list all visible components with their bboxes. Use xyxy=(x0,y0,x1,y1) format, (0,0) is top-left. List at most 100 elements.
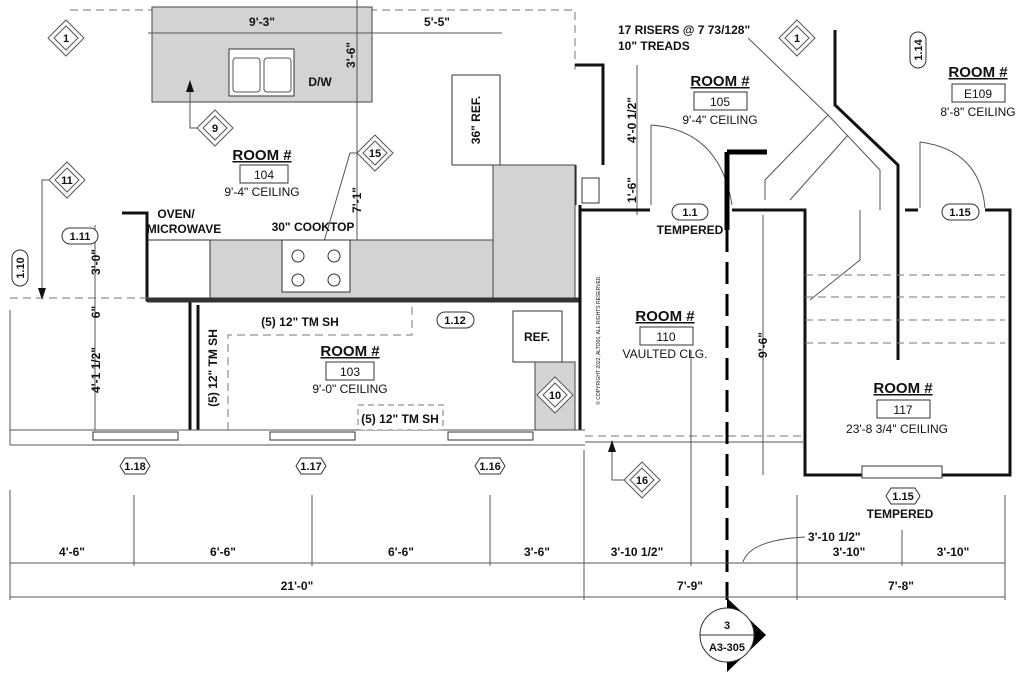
window-tag-1-18: 1.18 xyxy=(119,457,151,475)
kitchen-counter xyxy=(209,239,496,299)
keynote-9: 9 xyxy=(196,109,234,147)
svg-text:1.10: 1.10 xyxy=(15,257,27,278)
room-e109-label: ROOM # xyxy=(948,64,1008,81)
svg-text:1.1: 1.1 xyxy=(682,207,697,219)
keynote-10: 10 xyxy=(536,376,574,414)
wall xyxy=(196,205,582,430)
dim-3-10: 3'-10" xyxy=(833,545,866,559)
tempered-note-117: TEMPERED xyxy=(867,507,934,521)
svg-text:1.15: 1.15 xyxy=(949,207,970,219)
microwave-label: MICROWAVE xyxy=(147,222,221,236)
room-103-label: ROOM # xyxy=(320,343,380,360)
refrigerator xyxy=(512,310,563,363)
section-cut-head xyxy=(724,149,767,230)
svg-text:1: 1 xyxy=(794,33,800,45)
room-110-number: 110 xyxy=(656,330,675,344)
shelf-label-bottom: (5) 12" TM SH xyxy=(361,412,439,426)
room-105-label: ROOM # xyxy=(690,73,750,90)
wall xyxy=(580,30,1012,477)
stairs-note: 17 RISERS @ 7 73/128" xyxy=(618,23,750,37)
room-e109-ceiling: 8'-8" CEILING xyxy=(940,105,1015,119)
room-104-label: ROOM # xyxy=(232,147,292,164)
sink-icon xyxy=(228,48,295,97)
ref36-label: 36" REF. xyxy=(469,96,483,144)
shelf-label-left: (5) 12" TM SH xyxy=(206,329,220,407)
window-tag-1-12: 1.12 xyxy=(436,311,475,329)
keynote-15: 15 xyxy=(356,134,394,172)
dim-4-6: 4'-6" xyxy=(59,545,85,559)
svg-text:1.12: 1.12 xyxy=(444,315,465,327)
window-tag-1-17: 1.17 xyxy=(295,457,327,475)
dim-6: 6" xyxy=(89,306,103,318)
window-tag-1-11: 1.11 xyxy=(61,227,99,245)
svg-text:9: 9 xyxy=(212,123,218,135)
svg-text:11: 11 xyxy=(61,175,73,187)
refrigerator-36 xyxy=(451,74,501,166)
dim-5-5: 5'-5" xyxy=(424,15,450,29)
room-103-number: 103 xyxy=(340,365,360,379)
door-swing xyxy=(919,141,986,209)
oven-microwave xyxy=(147,239,211,299)
dim-6-6: 6'-6" xyxy=(210,545,236,559)
svg-text:1.18: 1.18 xyxy=(124,461,145,473)
dim-1-6: 1'-6" xyxy=(625,177,639,203)
dim-3-6-bottom: 3'-6" xyxy=(524,545,550,559)
window-tag-1-14: 1.14 xyxy=(909,31,927,69)
dim-7-8: 7'-8" xyxy=(888,579,914,593)
section-number: 3 xyxy=(724,620,730,632)
keynote-16: 16 xyxy=(623,461,661,499)
dim-3-10-5: 3'-10 1/2" xyxy=(611,545,664,559)
dim-4-1-5: 4'-1 1/2" xyxy=(89,347,103,393)
keynote-1: 1 xyxy=(47,19,85,57)
exterior-wall xyxy=(10,429,585,446)
keynote-11: 11 xyxy=(48,161,86,199)
treads-note: 10" TREADS xyxy=(618,39,690,53)
svg-text:10: 10 xyxy=(549,390,561,402)
svg-text:16: 16 xyxy=(636,475,648,487)
room-117-label: ROOM # xyxy=(873,380,933,397)
room-103-ceiling: 9'-0" CEILING xyxy=(312,382,387,396)
copyright-note: © COPYRIGHT 2022, ALTO66, ALL RIGHTS RES… xyxy=(595,275,602,405)
section-marker[interactable]: 3 A3-305 xyxy=(699,598,766,672)
window-icon xyxy=(92,431,534,441)
svg-text:1: 1 xyxy=(63,33,69,45)
room-e109-number: E109 xyxy=(964,87,992,101)
room-105-ceiling: 9'-4" CEILING xyxy=(682,113,757,127)
svg-text:1.16: 1.16 xyxy=(479,461,500,473)
room-117-number: 117 xyxy=(893,403,912,417)
dim-6-6: 6'-6" xyxy=(388,545,414,559)
leader-line xyxy=(41,179,56,295)
svg-text:1.15: 1.15 xyxy=(892,491,913,503)
room-117-ceiling: 23'-8 3/4" CEILING xyxy=(846,422,948,436)
dim-21-0: 21'-0" xyxy=(281,579,314,593)
dim-3-10: 3'-10" xyxy=(937,545,970,559)
dishwasher-label: D/W xyxy=(308,75,332,89)
svg-text:15: 15 xyxy=(369,148,381,160)
room-110-ceiling: VAULTED CLG. xyxy=(623,347,708,361)
ref-label: REF. xyxy=(524,330,550,344)
dim-3-0: 3'-0" xyxy=(89,249,103,275)
window-tag-1-15-b: 1.15 xyxy=(885,487,921,505)
kitchen-counter xyxy=(492,164,576,299)
dim-3-10-5-leader: 3'-10 1/2" xyxy=(808,530,861,544)
window-tag-1-10: 1.10 xyxy=(11,249,29,287)
room-104-number: 104 xyxy=(254,168,274,182)
window-icon xyxy=(861,465,943,479)
cooktop-icon xyxy=(281,239,351,293)
dim-9-3: 9'-3" xyxy=(249,15,275,29)
keynote-1-stairs: 1 xyxy=(778,19,816,57)
shelf-label-top: (5) 12" TM SH xyxy=(261,315,339,329)
svg-text:1.11: 1.11 xyxy=(70,231,91,243)
section-sheet: A3-305 xyxy=(709,642,745,654)
room-104-ceiling: 9'-4" CEILING xyxy=(224,185,299,199)
dim-3-6: 3'-6" xyxy=(344,42,358,68)
oven-label: OVEN/ xyxy=(157,207,195,221)
window-tag-1-15: 1.15 xyxy=(941,203,980,221)
door-swing xyxy=(650,124,733,206)
dim-4-0-5: 4'-0 1/2" xyxy=(625,97,639,143)
room-110-label: ROOM # xyxy=(635,308,695,325)
window-tag-1-16: 1.16 xyxy=(474,457,506,475)
window-tag-1-1: 1.1 xyxy=(671,203,709,221)
dim-7-1: 7'-1" xyxy=(350,187,364,213)
